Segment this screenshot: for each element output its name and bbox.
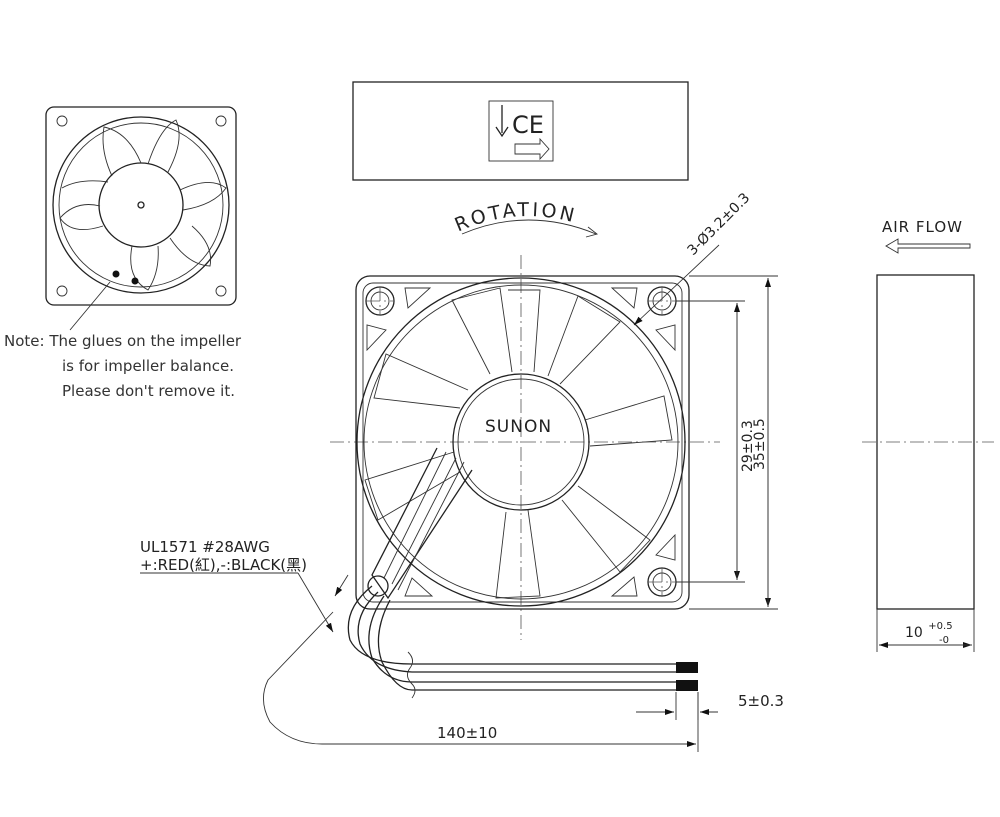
impeller-blades — [364, 287, 673, 599]
note-line-1: Note: The glues on the impeller — [4, 332, 242, 350]
brand-label: SUNON — [485, 417, 552, 437]
lead-wires — [347, 585, 698, 699]
glue-dot-1 — [112, 270, 120, 278]
wire-spec-label: UL1571 #28AWG — [140, 538, 270, 556]
fan-side-view: AIR FLOW 10 +0.5 -0 — [862, 218, 994, 652]
hole-spec-label: 3-Ø3.2±0.3 — [685, 190, 754, 259]
strip-length-label: 5±0.3 — [738, 692, 784, 710]
dim-frame-size: 35±0.5 — [689, 275, 778, 610]
hole-pitch-label: 29±0.3 — [740, 420, 756, 472]
mounting-hole-tl — [365, 286, 395, 316]
dim-strip-length: 5±0.3 — [636, 692, 784, 720]
glue-dot-2 — [131, 277, 139, 285]
impeller-thumbnail — [45, 106, 237, 331]
dim-lead-length: 140±10 — [263, 611, 699, 752]
mounting-hole-br — [647, 567, 677, 597]
stripped-end-red — [676, 662, 698, 673]
fan-front-view: SUNON — [330, 255, 720, 640]
lead-length-label: 140±10 — [437, 724, 497, 742]
note-line-3: Please don't remove it. — [62, 382, 235, 400]
note-line-2: is for impeller balance. — [62, 357, 234, 375]
dim-hole-pitch: 29±0.3 — [676, 300, 756, 583]
mounting-hole-tr — [647, 286, 677, 316]
recycle-arrow-icon — [495, 105, 509, 138]
thickness-label: 10 +0.5 -0 — [905, 617, 957, 646]
label-box: CE — [352, 81, 689, 181]
ce-mark: CE — [512, 111, 544, 139]
air-flow-label: AIR FLOW — [882, 218, 963, 236]
air-flow-arrow-icon — [885, 238, 971, 254]
frame-size-label: 35±0.5 — [752, 418, 768, 470]
right-arrow-icon — [514, 137, 550, 161]
wire-color-label: +:RED(紅),-:BLACK(黑) — [140, 556, 307, 574]
stripped-end-black — [676, 680, 698, 691]
